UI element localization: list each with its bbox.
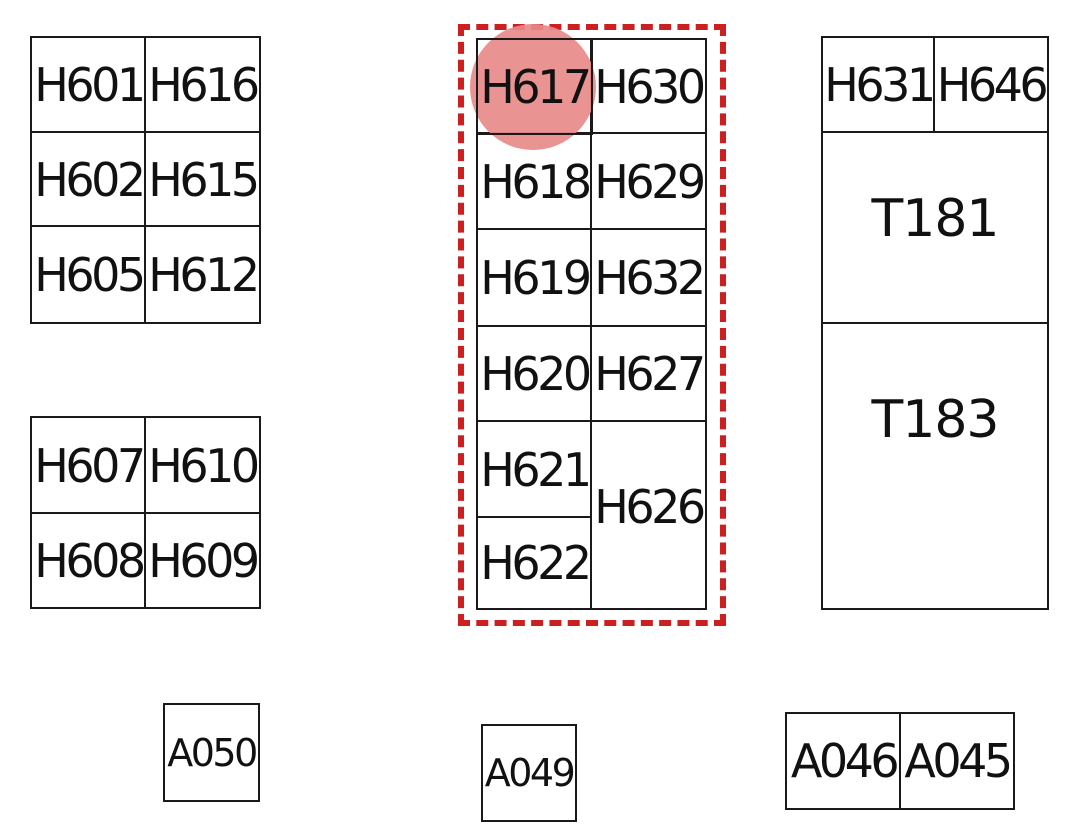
booth-H619[interactable]: H619	[476, 228, 593, 328]
booth-label: H646	[936, 58, 1047, 112]
booth-H602[interactable]: H602	[30, 131, 147, 228]
booth-H605[interactable]: H605	[30, 225, 147, 324]
booth-H610[interactable]: H610	[144, 416, 261, 515]
booth-label: H616	[148, 58, 259, 112]
booth-label: H601	[34, 58, 145, 112]
booth-label: H631	[824, 58, 934, 112]
booth-label: H630	[594, 59, 705, 114]
booth-H622[interactable]: H622	[476, 516, 593, 610]
booth-A045[interactable]: A045	[899, 712, 1015, 810]
booth-label: H602	[34, 152, 145, 207]
booth-label: H620	[480, 347, 591, 401]
location-marker	[470, 24, 596, 150]
booth-T183[interactable]: T183	[821, 322, 1049, 610]
booth-label: H618	[480, 154, 591, 209]
booth-label: H615	[148, 152, 259, 207]
booth-label: H629	[594, 154, 705, 209]
booth-label: H619	[480, 251, 591, 305]
booth-label: T181	[871, 189, 999, 249]
booth-H620[interactable]: H620	[476, 325, 593, 423]
booth-label: H609	[148, 533, 259, 588]
booth-A049[interactable]: A049	[481, 724, 577, 822]
booth-label: H621	[480, 442, 591, 497]
booth-A046[interactable]: A046	[785, 712, 902, 810]
booth-H601[interactable]: H601	[30, 36, 147, 134]
booth-label: A050	[167, 730, 258, 775]
booth-A050[interactable]: A050	[163, 703, 260, 802]
booth-H621[interactable]: H621	[476, 420, 593, 519]
booth-H631[interactable]: H631	[821, 36, 936, 134]
booth-label: H612	[148, 247, 259, 302]
booth-H630[interactable]: H630	[590, 38, 707, 135]
booth-H617[interactable]: H617	[476, 38, 593, 135]
booth-label: H605	[34, 247, 145, 302]
booth-H632[interactable]: H632	[590, 228, 707, 328]
booth-H607[interactable]: H607	[30, 416, 147, 515]
booth-H629[interactable]: H629	[590, 132, 707, 231]
booth-T181[interactable]: T181	[821, 131, 1049, 325]
booth-H612[interactable]: H612	[144, 225, 261, 324]
booth-H608[interactable]: H608	[30, 512, 147, 609]
booth-label: H607	[34, 438, 145, 493]
booth-H609[interactable]: H609	[144, 512, 261, 609]
booth-label: H610	[148, 438, 259, 493]
booth-H646[interactable]: H646	[933, 36, 1049, 134]
booth-H616[interactable]: H616	[144, 36, 261, 134]
booth-label: H627	[594, 347, 705, 401]
booth-label: H626	[594, 480, 705, 534]
booth-label: A049	[484, 751, 575, 795]
booth-label: A046	[790, 734, 900, 788]
booth-label: H608	[34, 533, 145, 588]
booth-label: H617	[480, 59, 591, 114]
booth-label: A045	[904, 734, 1013, 788]
booth-label: H622	[480, 536, 591, 590]
booth-label: T183	[871, 390, 999, 450]
booth-H626[interactable]: H626	[590, 420, 707, 610]
booth-H627[interactable]: H627	[590, 325, 707, 423]
booth-label: H632	[594, 251, 705, 305]
booth-H615[interactable]: H615	[144, 131, 261, 228]
